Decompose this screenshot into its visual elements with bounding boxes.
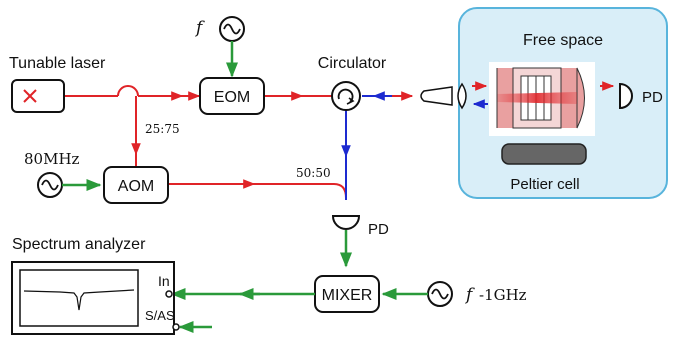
eom-box: [199, 77, 265, 115]
sine-wave-source-icon: [427, 281, 453, 307]
circulator-label: Circulator: [318, 55, 387, 72]
eom-label: EOM: [214, 89, 250, 106]
f-minus-suffix: -1GHz: [479, 286, 527, 304]
circulator-icon: [331, 81, 361, 111]
split-25-75-label: 25:75: [145, 122, 180, 136]
analyzer-screen: [19, 269, 139, 327]
red-beam-paths: [64, 85, 414, 199]
photodiode-icon: [619, 82, 633, 110]
lens-icon: [457, 82, 467, 110]
sine-wave-source-icon: [37, 172, 63, 198]
peltier-cell-label: Peltier cell: [510, 176, 579, 193]
mixer-label: MIXER: [322, 287, 373, 304]
peltier-cell-icon: [501, 143, 587, 165]
aom-label: AOM: [118, 178, 154, 195]
pd-mid-label: PD: [368, 221, 389, 238]
sas-port-icon: [172, 323, 180, 331]
in-port-icon: [165, 290, 173, 298]
port-sas-label: S/AS: [145, 308, 175, 323]
tunable-laser: [11, 79, 65, 113]
spectrum-analyzer-label: Spectrum analyzer: [12, 236, 146, 253]
spectrum-trace: [23, 289, 135, 311]
split-50-50-label: 50:50: [296, 166, 331, 180]
blue-beam-paths: [341, 91, 392, 200]
fiber-collimator-icon: [420, 86, 453, 106]
tunable-laser-label: Tunable laser: [9, 55, 106, 72]
aom-box: [103, 166, 169, 204]
f-minus-label: f: [464, 285, 475, 305]
sine-wave-source-icon: [219, 16, 245, 42]
pd-top-label: PD: [642, 89, 663, 106]
port-in-label: In: [158, 273, 170, 289]
laser-cross-icon: [23, 89, 37, 103]
f-top-label: f: [194, 18, 205, 38]
photodiode-icon: [331, 215, 361, 230]
cavity-icon: [496, 67, 585, 129]
free-space-panel: Free space Peltier cell: [457, 7, 668, 199]
free-space-label: Free space: [523, 32, 603, 49]
freq-80mhz-label: 80MHz: [24, 150, 80, 168]
